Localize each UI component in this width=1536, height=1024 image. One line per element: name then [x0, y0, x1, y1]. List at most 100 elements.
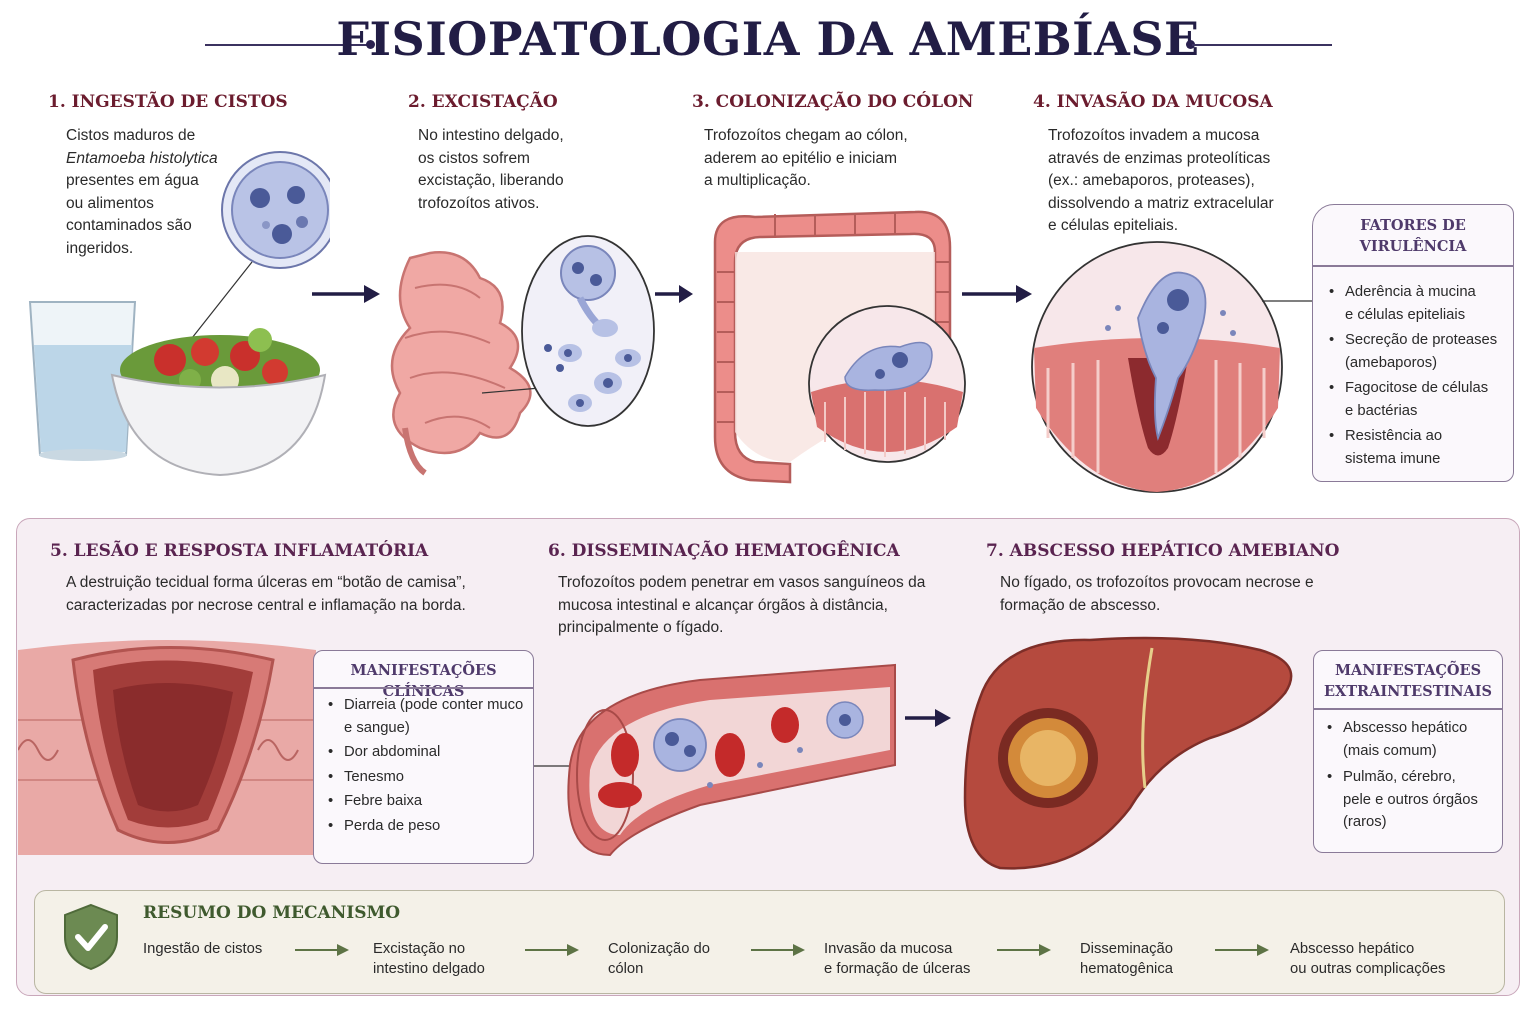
- extra-box-title-line: EXTRAINTESTINAIS: [1323, 683, 1493, 700]
- title-rule-right: [1192, 44, 1332, 46]
- clinical-manifestations-box: MANIFESTAÇÕES CLÍNICAS Diarreia (pode co…: [313, 650, 534, 864]
- title-bar: FISIOPATOLOGIA DA AMEBÍASE: [0, 8, 1536, 68]
- step-1-illustration: [28, 151, 330, 477]
- step-2-line: excistação, liberando: [418, 172, 564, 189]
- list-item: Dor abdominal: [328, 741, 534, 764]
- title-dot-left: [366, 40, 375, 49]
- step-4-line: dissolvendo a matriz extracelular: [1048, 194, 1274, 212]
- ulcer-icon: [18, 640, 316, 855]
- step-6-line: principalmente o fígado.: [558, 619, 724, 636]
- step-3-line: aderem ao epitélio e iniciam: [704, 149, 897, 167]
- page-title: FISIOPATOLOGIA DA AMEBÍASE: [336, 12, 1200, 66]
- flow-arrow-icon: [905, 709, 951, 727]
- list-item: Secreção de proteases(amebaporos): [1329, 329, 1513, 374]
- salad-bowl-icon: [110, 328, 327, 477]
- list-item: Tenesmo: [328, 766, 534, 789]
- extra-box-title-line: MANIFESTAÇÕES: [1334, 662, 1482, 679]
- extra-box-title: MANIFESTAÇÕES EXTRAINTESTINAIS: [1314, 660, 1502, 702]
- step-4-line: através de enzimas proteolíticas: [1048, 149, 1271, 167]
- colonization-magnified-icon: [808, 305, 966, 463]
- liver-icon: [963, 636, 1293, 870]
- list-item: Pulmão, cérebro,pele e outros órgãos(rar…: [1327, 766, 1503, 834]
- small-intestine-icon: [390, 251, 532, 476]
- step-4-title: 4. INVASÃO DA MUCOSA: [1033, 92, 1273, 112]
- list-item: Perda de peso: [328, 815, 534, 838]
- step-1-line: presentes em água: [66, 172, 199, 189]
- pointer-line: [1262, 300, 1312, 302]
- title-rule-left: [205, 44, 370, 46]
- list-item: Febre baixa: [328, 790, 534, 813]
- summary-arrow-icon: [997, 944, 1051, 956]
- step-3-line: Trofozoítos chegam ao cólon,: [704, 127, 908, 144]
- summary-box: RESUMO DO MECANISMO Ingestão de cistos E…: [34, 890, 1505, 994]
- step-3-title: 3. COLONIZAÇÃO DO CÓLON: [692, 92, 974, 112]
- flow-arrow-icon: [655, 285, 693, 303]
- step-7-line: formação de abscesso.: [1000, 596, 1161, 614]
- step-7-text: No fígado, os trofozoítos provocam necro…: [1000, 572, 1360, 617]
- step-6-illustration: [567, 663, 896, 857]
- step-2-illustration: [390, 235, 655, 476]
- virulence-box-title-line: VIRULÊNCIA: [1359, 238, 1467, 255]
- step-2-line: No intestino delgado,: [418, 127, 564, 144]
- extra-list: Abscesso hepático(mais comum) Pulmão, cé…: [1327, 717, 1503, 834]
- virulence-box-title: FATORES DE VIRULÊNCIA: [1313, 215, 1513, 257]
- box-divider: [1314, 708, 1502, 710]
- summary-step-1: Ingestão de cistos: [143, 941, 263, 957]
- step-1-line: ingeridos.: [66, 239, 134, 257]
- step-6-text: Trofozoítos podem penetrar em vasos sang…: [558, 572, 958, 640]
- step-1-text: Cistos maduros de Entamoeba histolytica …: [66, 125, 246, 260]
- shield-check-icon: [64, 903, 118, 971]
- step-5-line: caracterizadas por necrose central e inf…: [66, 596, 466, 614]
- flow-arrow-icon: [312, 285, 380, 303]
- step-2-line: trofozoítos ativos.: [418, 194, 540, 212]
- pointer-line: [481, 387, 541, 394]
- step-4-illustration: [1031, 241, 1283, 493]
- step-7-title: 7. ABSCESSO HEPÁTICO AMEBIANO: [986, 541, 1340, 561]
- step-1-line: contaminados são: [66, 217, 192, 234]
- title-dot-right: [1186, 40, 1195, 49]
- step-5-illustration: [18, 640, 316, 855]
- summary-arrow-icon: [295, 944, 349, 956]
- list-item: Abscesso hepático(mais comum): [1327, 717, 1503, 762]
- step-1-title: 1. INGESTÃO DE CISTOS: [48, 92, 288, 112]
- summary-arrow-icon: [525, 944, 579, 956]
- step-4-text: Trofozoítos invadem a mucosa através de …: [1048, 125, 1308, 238]
- step-6-line: mucosa intestinal e alcançar órgãos à di…: [558, 596, 888, 614]
- step-1-line: ou alimentos: [66, 194, 154, 212]
- extraintestinal-manifestations-box: MANIFESTAÇÕES EXTRAINTESTINAIS Abscesso …: [1313, 650, 1503, 853]
- excystation-magnified-icon: [521, 235, 655, 427]
- step-7-illustration: [963, 636, 1293, 870]
- step-5-text: A destruição tecidual forma úlceras em “…: [66, 572, 516, 617]
- step-4-line: e células epiteliais.: [1048, 217, 1179, 234]
- box-divider: [314, 687, 533, 689]
- step-2-text: No intestino delgado, os cistos sofrem e…: [418, 125, 618, 215]
- box-divider: [1313, 265, 1513, 267]
- water-glass-icon: [28, 301, 137, 461]
- summary-arrow-icon: [751, 944, 805, 956]
- summary-title: RESUMO DO MECANISMO: [143, 903, 401, 923]
- blood-vessel-icon: [567, 663, 896, 857]
- step-3-line: a multiplicação.: [704, 172, 811, 189]
- step-3-text: Trofozoítos chegam ao cólon, aderem ao e…: [704, 125, 954, 193]
- step-3-illustration: [713, 210, 966, 484]
- step-7-line: No fígado, os trofozoítos provocam necro…: [1000, 574, 1314, 591]
- step-6-title: 6. DISSEMINAÇÃO HEMATOGÊNICA: [548, 541, 900, 561]
- step-2-line: os cistos sofrem: [418, 149, 530, 167]
- step-1-line-species: Entamoeba histolytica: [66, 149, 218, 167]
- step-1-line: Cistos maduros de: [66, 127, 196, 144]
- virulence-box-title-line: FATORES DE: [1360, 217, 1466, 234]
- step-6-line: Trofozoítos podem penetrar em vasos sang…: [558, 574, 926, 591]
- flow-arrow-icon: [962, 285, 1032, 303]
- step-4-line: Trofozoítos invadem a mucosa: [1048, 127, 1260, 144]
- step-2-title: 2. EXCISTAÇÃO: [408, 92, 558, 112]
- step-5-title: 5. LESÃO E RESPOSTA INFLAMATÓRIA: [50, 541, 429, 561]
